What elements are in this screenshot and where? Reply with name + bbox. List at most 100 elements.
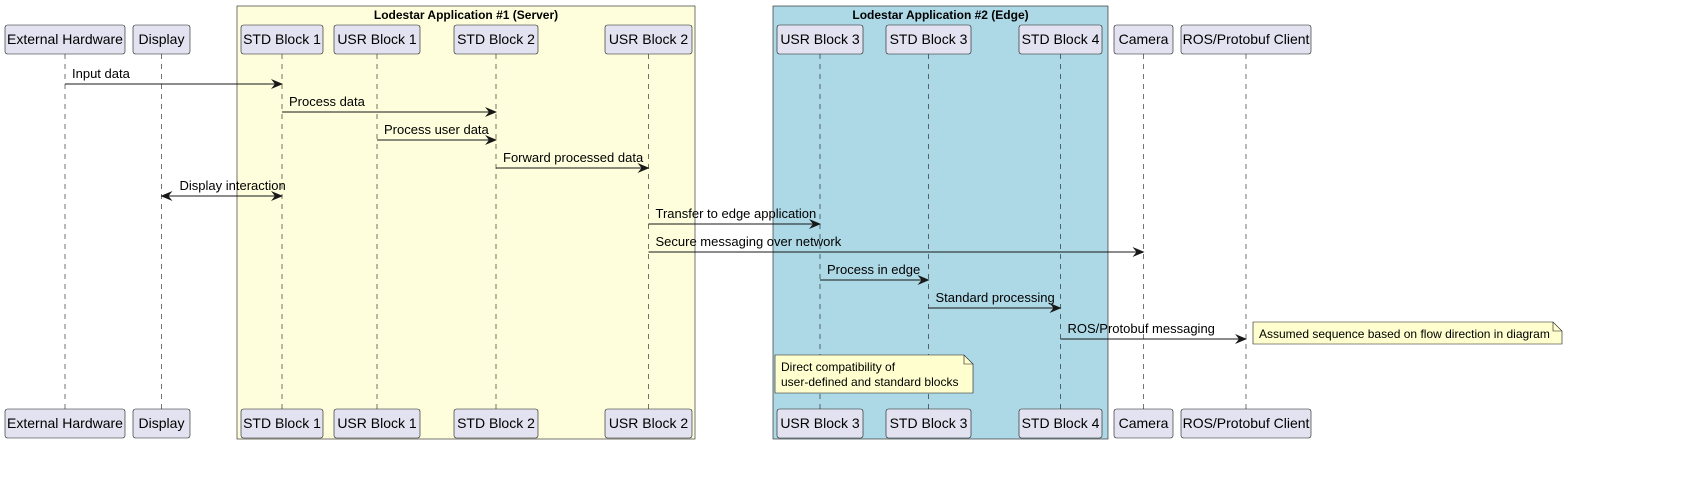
participant-box [453,408,539,439]
message-label: Process in edge [827,262,920,277]
participant-label: External Hardware [7,415,123,431]
participant-box [1018,408,1103,439]
message-label: Standard processing [936,290,1055,305]
participant-label: ROS/Protobuf Client [1183,415,1310,431]
participant-box [4,24,126,55]
group-boxes: Lodestar Application #1 (Server) Lodestar… [236,5,1109,440]
participant-label: STD Block 1 [243,31,321,47]
note-text: Direct compatibility of [781,360,896,374]
message-3: Process user data [377,122,497,145]
group-title: Lodestar Application #1 (Server) [374,8,558,22]
message-label: Forward processed data [503,150,644,165]
message-label: ROS/Protobuf messaging [1068,321,1215,336]
participant-std1-top: STD Block 1 [240,24,324,55]
message-4: Forward processed data [496,150,650,173]
message-label: Display interaction [180,178,286,193]
notes: Assumed sequence based on flow direction… [774,321,1563,394]
participant-std2-top: STD Block 2 [453,24,539,55]
group-title: Lodestar Application #2 (Edge) [852,8,1028,22]
message-label: Secure messaging over network [656,234,842,249]
participant-label: ROS/Protobuf Client [1183,31,1310,47]
participant-label: STD Block 2 [457,415,535,431]
message-10: ROS/Protobuf messaging [1060,321,1247,344]
participant-label: Display [139,31,185,47]
note-text: user-defined and standard blocks [781,375,958,389]
participant-label: Display [139,415,185,431]
note-assumed: Assumed sequence based on flow direction… [1252,321,1563,345]
participant-ext_hw-top: External Hardware [4,24,126,55]
participant-box [1018,24,1103,55]
participant-usr1-top: USR Block 1 [333,24,421,55]
participant-ros-top: ROS/Protobuf Client [1180,24,1312,55]
participant-std4-top: STD Block 4 [1018,24,1103,55]
participant-label: STD Block 3 [890,31,968,47]
participant-label: USR Block 2 [609,31,689,47]
note-fold [1552,322,1562,332]
participant-std2-bottom: STD Block 2 [453,408,539,439]
participant-label: STD Block 4 [1022,415,1100,431]
participant-usr2-bottom: USR Block 2 [604,408,693,439]
note-text: Assumed sequence based on flow direction… [1259,327,1550,341]
participant-box [240,408,324,439]
participant-box [1180,24,1312,55]
participant-label: USR Block 3 [780,31,860,47]
participant-box [885,24,972,55]
participant-box [776,408,864,439]
participant-ext_hw-bottom: External Hardware [4,408,126,439]
participant-usr1-bottom: USR Block 1 [333,408,421,439]
group-box-rect [236,5,696,440]
message-8: Process in edge [820,262,930,285]
participant-label: USR Block 3 [780,415,860,431]
participant-box [1113,408,1174,439]
participant-label: USR Block 1 [337,415,417,431]
message-label: Input data [72,66,131,81]
participant-box [333,24,421,55]
participant-box [885,408,972,439]
participant-std3-top: STD Block 3 [885,24,972,55]
note-fold [963,355,973,365]
participant-box [604,24,693,55]
participant-display-bottom: Display [132,408,191,439]
participant-std4-bottom: STD Block 4 [1018,408,1103,439]
participant-box [453,24,539,55]
message-label: Transfer to edge application [656,206,817,221]
participant-box [333,408,421,439]
participant-label: Camera [1119,415,1169,431]
participant-std3-bottom: STD Block 3 [885,408,972,439]
participant-box [604,408,693,439]
participant-box [132,24,191,55]
participant-camera-bottom: Camera [1113,408,1174,439]
message-label: Process user data [384,122,490,137]
participant-box [132,408,191,439]
participant-box [1113,24,1174,55]
participant-box [776,24,864,55]
participant-box [1180,408,1312,439]
message-label: Process data [289,94,366,109]
participant-camera-top: Camera [1113,24,1174,55]
note-body [774,354,974,394]
participant-label: STD Block 2 [457,31,535,47]
participant-label: External Hardware [7,31,123,47]
participant-box [240,24,324,55]
message-1: Input data [65,66,283,89]
message-9: Standard processing [928,290,1062,313]
participant-label: STD Block 4 [1022,31,1100,47]
participant-label: STD Block 3 [890,415,968,431]
participant-label: Camera [1119,31,1169,47]
participant-label: USR Block 2 [609,415,689,431]
note-body [1252,321,1563,345]
participant-usr3-bottom: USR Block 3 [776,408,864,439]
group-box-server: Lodestar Application #1 (Server) [236,5,696,440]
message-6: Transfer to edge application [648,206,821,229]
message-2: Process data [282,94,497,117]
participant-usr2-top: USR Block 2 [604,24,693,55]
participant-usr3-top: USR Block 3 [776,24,864,55]
participant-label: STD Block 1 [243,415,321,431]
participant-label: USR Block 1 [337,31,417,47]
message-7: Secure messaging over network [648,234,1145,257]
